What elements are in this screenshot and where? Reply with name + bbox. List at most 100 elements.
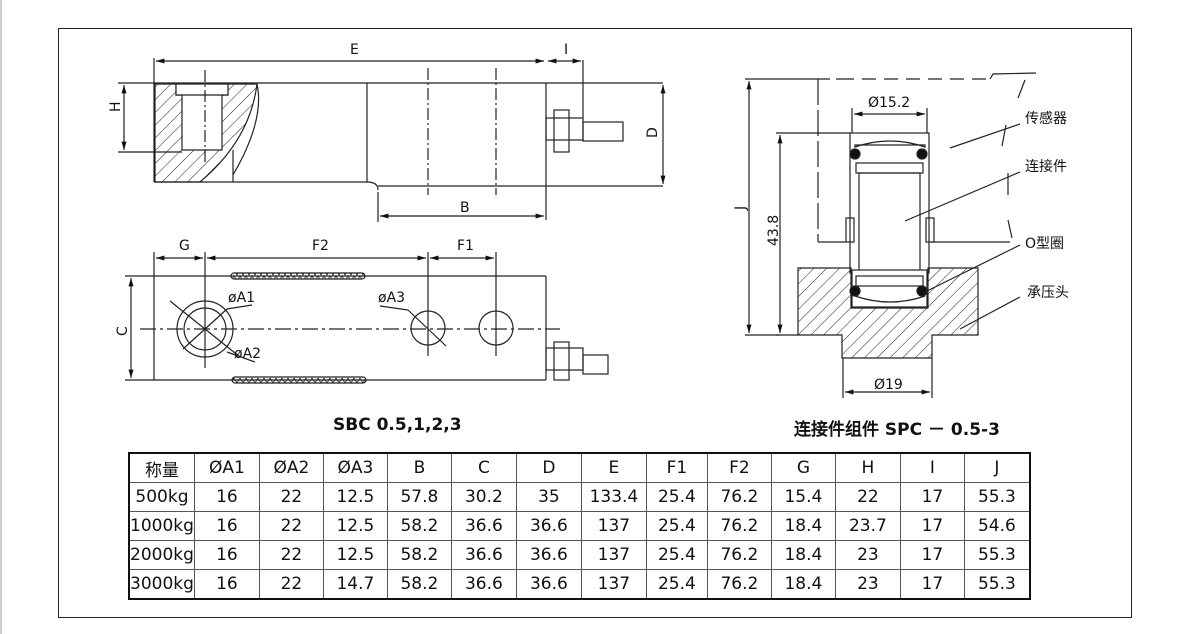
table-cell: 17 [899,511,965,541]
table-cell: 137 [580,569,647,600]
top-view [125,252,609,384]
table-cell: 18.4 [770,540,836,570]
column-header: ØA1 [193,452,260,483]
side-view [118,58,666,222]
table-cell: 2000kg [128,540,195,570]
caption-spc: 连接件组件 SPC － 0.5-3 [794,420,1000,440]
table-cell: 137 [580,511,647,541]
column-header: I [899,452,965,483]
table-cell: 36.6 [450,540,517,570]
table-cell: 12.5 [322,482,388,512]
table-cell: 17 [899,482,965,512]
table-cell: 3000kg [128,569,195,600]
table-cell: 25.4 [645,569,708,600]
table-cell: 22 [258,540,324,570]
column-header: H [834,452,901,483]
table-cell: 58.2 [386,540,452,570]
table-cell: 36.6 [450,511,517,541]
table-cell: 23.7 [834,511,901,541]
callout-o-ring: O型圈 [1025,236,1064,252]
table-cell: 76.2 [706,482,772,512]
dim-label-d: D [645,127,661,138]
table-cell: 76.2 [706,511,772,541]
table-cell: 14.7 [322,569,388,600]
table-cell: 30.2 [450,482,517,512]
table-cell: 54.6 [963,511,1031,541]
dim-label-bottom-diameter: Ø19 [874,377,903,393]
column-header: ØA3 [322,452,388,483]
column-header: J [963,452,1031,483]
table-cell: 25.4 [645,511,708,541]
table-cell: 76.2 [706,540,772,570]
table-cell: 25.4 [645,482,708,512]
dim-label-j: J [733,206,749,211]
table-cell: 18.4 [770,511,836,541]
column-header: F2 [706,452,772,483]
table-cell: 22 [258,569,324,600]
dim-label-b: B [460,200,470,216]
table-cell: 16 [193,540,260,570]
table-cell: 12.5 [322,540,388,570]
dim-label-h: H [108,101,124,112]
table-cell: 22 [834,482,901,512]
table-cell: 36.6 [515,511,582,541]
table-cell: 17 [899,540,965,570]
callout-pressure-head: 承压头 [1027,285,1069,301]
column-header: C [450,452,517,483]
dim-label-a1: øA1 [228,290,255,306]
dim-label-i: I [564,42,568,58]
table-cell: 16 [193,569,260,600]
table-cell: 137 [580,540,647,570]
column-header: B [386,452,452,483]
dim-label-height: 43.8 [766,215,782,246]
table-cell: 57.8 [386,482,452,512]
callout-connector: 连接件 [1025,158,1067,175]
table-cell: 55.3 [963,482,1031,512]
table-cell: 22 [258,511,324,541]
table-cell: 36.6 [515,540,582,570]
table-cell: 12.5 [322,511,388,541]
table-cell: 17 [899,569,965,600]
table-cell: 36.6 [515,569,582,600]
table-cell: 18.4 [770,569,836,600]
table-cell: 133.4 [580,482,647,512]
table-cell: 76.2 [706,569,772,600]
table-cell: 15.4 [770,482,836,512]
table-cell: 25.4 [645,540,708,570]
dim-label-f1: F1 [457,238,474,254]
caption-sbc: SBC 0.5,1,2,3 [333,415,462,435]
column-header: ØA2 [258,452,324,483]
connector-assembly [745,72,1037,398]
table-cell: 16 [193,511,260,541]
column-header: E [580,452,647,483]
page-edge-strip [0,0,2,634]
table-cell: 23 [834,569,901,600]
dim-label-a2: øA2 [234,346,261,362]
column-header: 称量 [128,452,195,483]
table-cell: 1000kg [128,511,195,541]
column-header: D [515,452,582,483]
callout-sensor: 传感器 [1025,110,1067,127]
table-cell: 36.6 [450,569,517,600]
dim-label-g: G [179,238,190,254]
table-cell: 500kg [128,482,195,512]
dim-label-e: E [350,42,359,58]
dim-label-f2: F2 [312,238,329,254]
table-cell: 35 [515,482,582,512]
table-cell: 55.3 [963,540,1031,570]
table-cell: 23 [834,540,901,570]
column-header: F1 [645,452,708,483]
table-cell: 16 [193,482,260,512]
table-cell: 22 [258,482,324,512]
dim-label-top-diameter: Ø15.2 [868,95,910,111]
table-cell: 55.3 [963,569,1031,600]
table-cell: 58.2 [386,569,452,600]
table-cell: 58.2 [386,511,452,541]
